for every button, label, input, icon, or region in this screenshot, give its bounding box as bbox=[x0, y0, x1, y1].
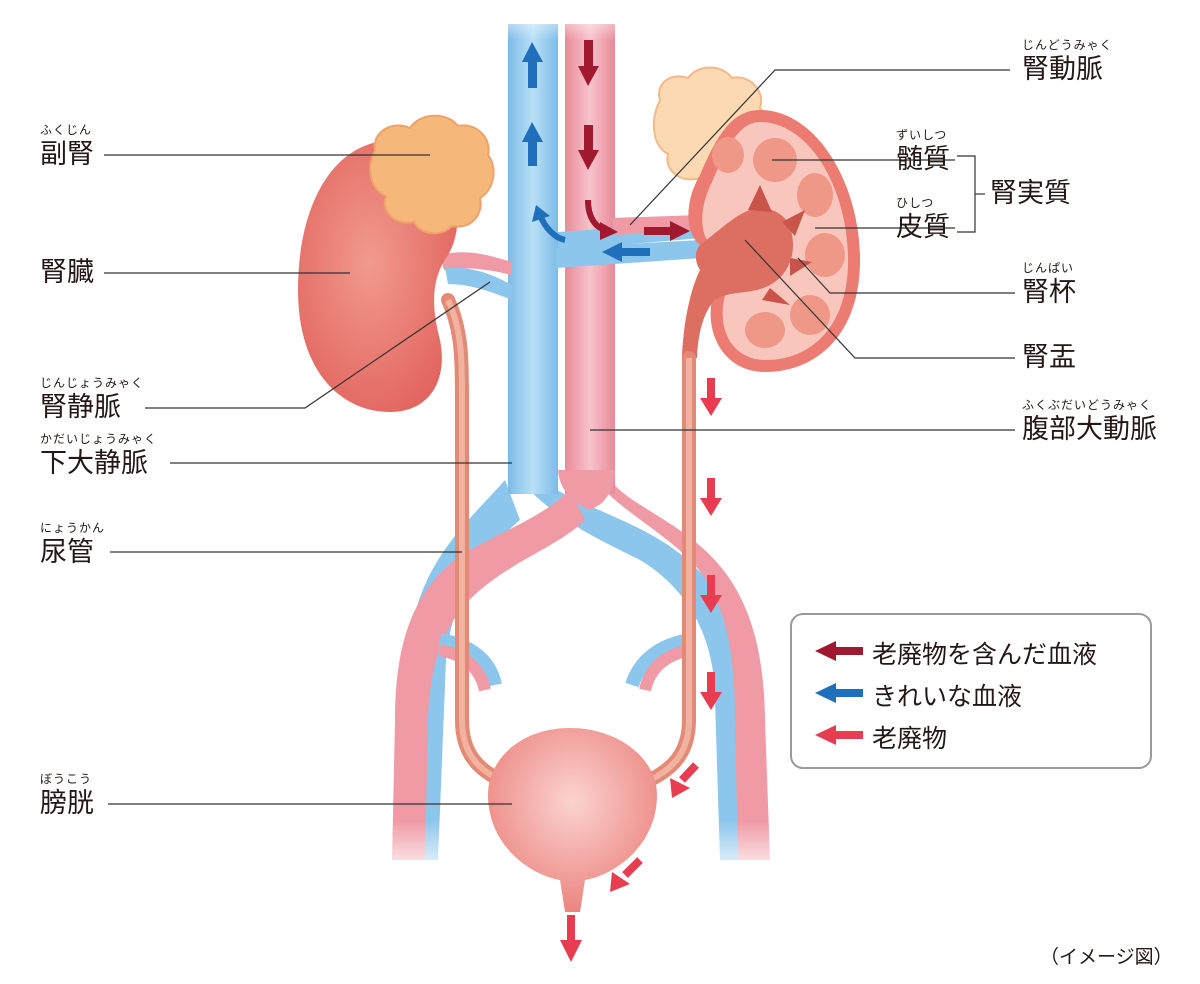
cortex-label: 皮質 bbox=[896, 212, 950, 243]
clean-blood-arrows bbox=[522, 42, 650, 262]
legend-label-waste: 老廃物 bbox=[872, 724, 948, 753]
ureter-ruby: にょうかん bbox=[40, 521, 106, 535]
right-kidney-section bbox=[682, 110, 861, 372]
renal-vein-ruby: じんじょうみゃく bbox=[40, 376, 145, 390]
leader-lines bbox=[104, 69, 1015, 805]
legend-label-dirty-blood: 老廃物を含んだ血液 bbox=[872, 640, 1098, 669]
renal-artery-ruby: じんどうみゃく bbox=[1022, 38, 1113, 52]
ureter-label: 尿管 bbox=[40, 537, 94, 568]
left-renal-vessels bbox=[440, 252, 512, 300]
legend-box bbox=[790, 613, 1152, 769]
kidney-label: 腎臓 bbox=[40, 257, 94, 288]
legend-arrow-waste bbox=[815, 725, 863, 745]
adrenal-label: 副腎 bbox=[40, 139, 94, 170]
arrow-up-2 bbox=[522, 122, 543, 166]
adrenal-ruby: ふくじん bbox=[40, 123, 93, 137]
renal-pelvis bbox=[682, 208, 794, 358]
abdominal-aorta-label: 腹部大動脈 bbox=[1022, 414, 1157, 445]
left-adrenal-gland bbox=[369, 114, 495, 235]
medulla-ruby: ずいしつ bbox=[896, 128, 948, 142]
renal-calyx bbox=[748, 185, 812, 305]
waste-arrows bbox=[560, 378, 722, 962]
dirty-blood-arrows bbox=[578, 40, 690, 241]
calyx-label: 腎杯 bbox=[1022, 277, 1076, 308]
parenchyma-label: 腎実質 bbox=[990, 178, 1071, 209]
bladder-ruby: ぼうこう bbox=[40, 772, 93, 786]
inferior-vena-cava bbox=[508, 24, 558, 494]
legend-arrow-clean bbox=[815, 683, 863, 703]
image-caption: （イメージ図） bbox=[1040, 946, 1173, 968]
renal-artery-label: 腎動脈 bbox=[1022, 54, 1103, 85]
ureters bbox=[441, 293, 696, 787]
internal-iliac-branches bbox=[438, 633, 692, 692]
cortex-ruby: ひしつ bbox=[896, 196, 935, 210]
legend-arrow-dirty bbox=[815, 641, 863, 661]
ivc-ruby: かだいじょうみゃく bbox=[40, 432, 158, 446]
legend-label-clean-blood: きれいな血液 bbox=[872, 682, 1023, 711]
medulla-label: 髄質 bbox=[896, 144, 950, 175]
pelvis-label: 腎盂 bbox=[1022, 342, 1076, 373]
abdominal-aorta-ruby: ふくぶだいどうみゃく bbox=[1022, 398, 1153, 412]
ivc-label: 下大静脈 bbox=[40, 448, 148, 479]
bladder-label: 膀胱 bbox=[40, 788, 94, 819]
arrow-down-1 bbox=[578, 40, 599, 86]
arrow-down-2 bbox=[578, 125, 599, 170]
bladder bbox=[488, 728, 657, 912]
iliac-arteries bbox=[392, 480, 770, 860]
arrow-up-1 bbox=[522, 42, 543, 88]
calyx-ruby: じんぱい bbox=[1022, 261, 1075, 275]
renal-medulla bbox=[712, 137, 845, 348]
renal-vein-label: 腎静脈 bbox=[40, 392, 121, 423]
